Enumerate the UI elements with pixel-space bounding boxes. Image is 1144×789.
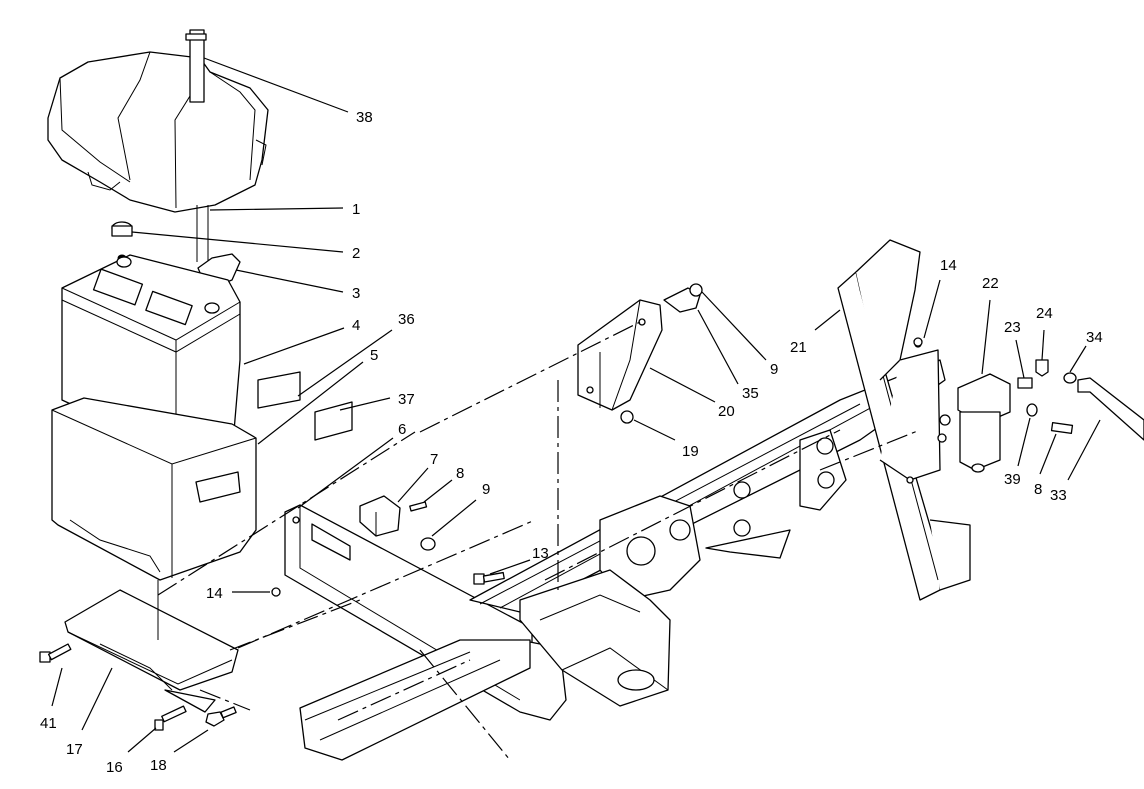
bolt-41 bbox=[39, 643, 72, 663]
callout-41: 41 bbox=[40, 715, 57, 732]
callout-23: 23 bbox=[1004, 319, 1021, 336]
nut-19 bbox=[620, 410, 634, 424]
callout-18: 18 bbox=[150, 757, 167, 774]
fuel-filter bbox=[937, 373, 1011, 473]
callout-35: 35 bbox=[742, 385, 759, 402]
battery-box bbox=[51, 397, 257, 581]
callout-1: 1 bbox=[352, 201, 360, 218]
hold-down-strap bbox=[185, 29, 209, 265]
callout-21: 21 bbox=[790, 339, 807, 356]
spacer-36 bbox=[257, 371, 301, 409]
callout-36: 36 bbox=[398, 311, 415, 328]
elbow-24 bbox=[1035, 359, 1049, 377]
alignment-lines bbox=[157, 321, 921, 761]
leader-lines bbox=[51, 57, 1101, 753]
callout-14: 14 bbox=[206, 585, 223, 602]
clamp-34 bbox=[1063, 372, 1077, 384]
callout-7: 7 bbox=[430, 451, 438, 468]
callout-13: 13 bbox=[532, 545, 549, 562]
washer-39 bbox=[1026, 403, 1038, 417]
callout-22: 22 bbox=[982, 275, 999, 292]
hose-33 bbox=[1077, 377, 1144, 441]
callout-2: 2 bbox=[352, 245, 360, 262]
callout-24: 24 bbox=[1036, 305, 1053, 322]
bolt-8 bbox=[409, 501, 428, 512]
bolt-16 bbox=[154, 705, 187, 731]
clamp-35 bbox=[663, 283, 703, 313]
tank-mount-frame bbox=[837, 239, 971, 601]
callout-labels: 38 1 2 3 4 36 5 37 6 7 8 9 14 13 19 20 3… bbox=[40, 109, 1103, 776]
callout-9: 9 bbox=[482, 481, 490, 498]
callout-19: 19 bbox=[682, 443, 699, 460]
callout-14b: 14 bbox=[940, 257, 957, 274]
nut-14 bbox=[271, 587, 281, 597]
callout-8: 8 bbox=[456, 465, 464, 482]
support-bracket bbox=[577, 299, 663, 411]
bolt-13 bbox=[473, 571, 505, 585]
battery-cover bbox=[47, 51, 269, 213]
callout-34: 34 bbox=[1086, 329, 1103, 346]
battery-tray bbox=[64, 580, 239, 713]
washer-9 bbox=[420, 537, 436, 551]
callout-33: 33 bbox=[1050, 487, 1067, 504]
callout-37: 37 bbox=[398, 391, 415, 408]
callout-17: 17 bbox=[66, 741, 83, 758]
callout-38: 38 bbox=[356, 109, 373, 126]
callout-20: 20 bbox=[718, 403, 735, 420]
callout-9b: 9 bbox=[770, 361, 778, 378]
callout-16: 16 bbox=[106, 759, 123, 776]
callout-39: 39 bbox=[1004, 471, 1021, 488]
callout-8b: 8 bbox=[1034, 481, 1042, 498]
hitch-plate bbox=[519, 569, 671, 707]
bolt-8-right bbox=[1050, 421, 1074, 435]
callout-5: 5 bbox=[370, 347, 378, 364]
callout-6: 6 bbox=[398, 421, 406, 438]
nut-18 bbox=[205, 706, 237, 727]
block-7 bbox=[359, 495, 401, 537]
callout-4: 4 bbox=[352, 317, 360, 334]
fitting-23 bbox=[1017, 377, 1033, 389]
spacer-37 bbox=[314, 401, 353, 441]
nut-14-right bbox=[913, 337, 923, 347]
lower-rail bbox=[299, 639, 531, 761]
callout-3: 3 bbox=[352, 285, 360, 302]
main-frame bbox=[469, 359, 946, 613]
